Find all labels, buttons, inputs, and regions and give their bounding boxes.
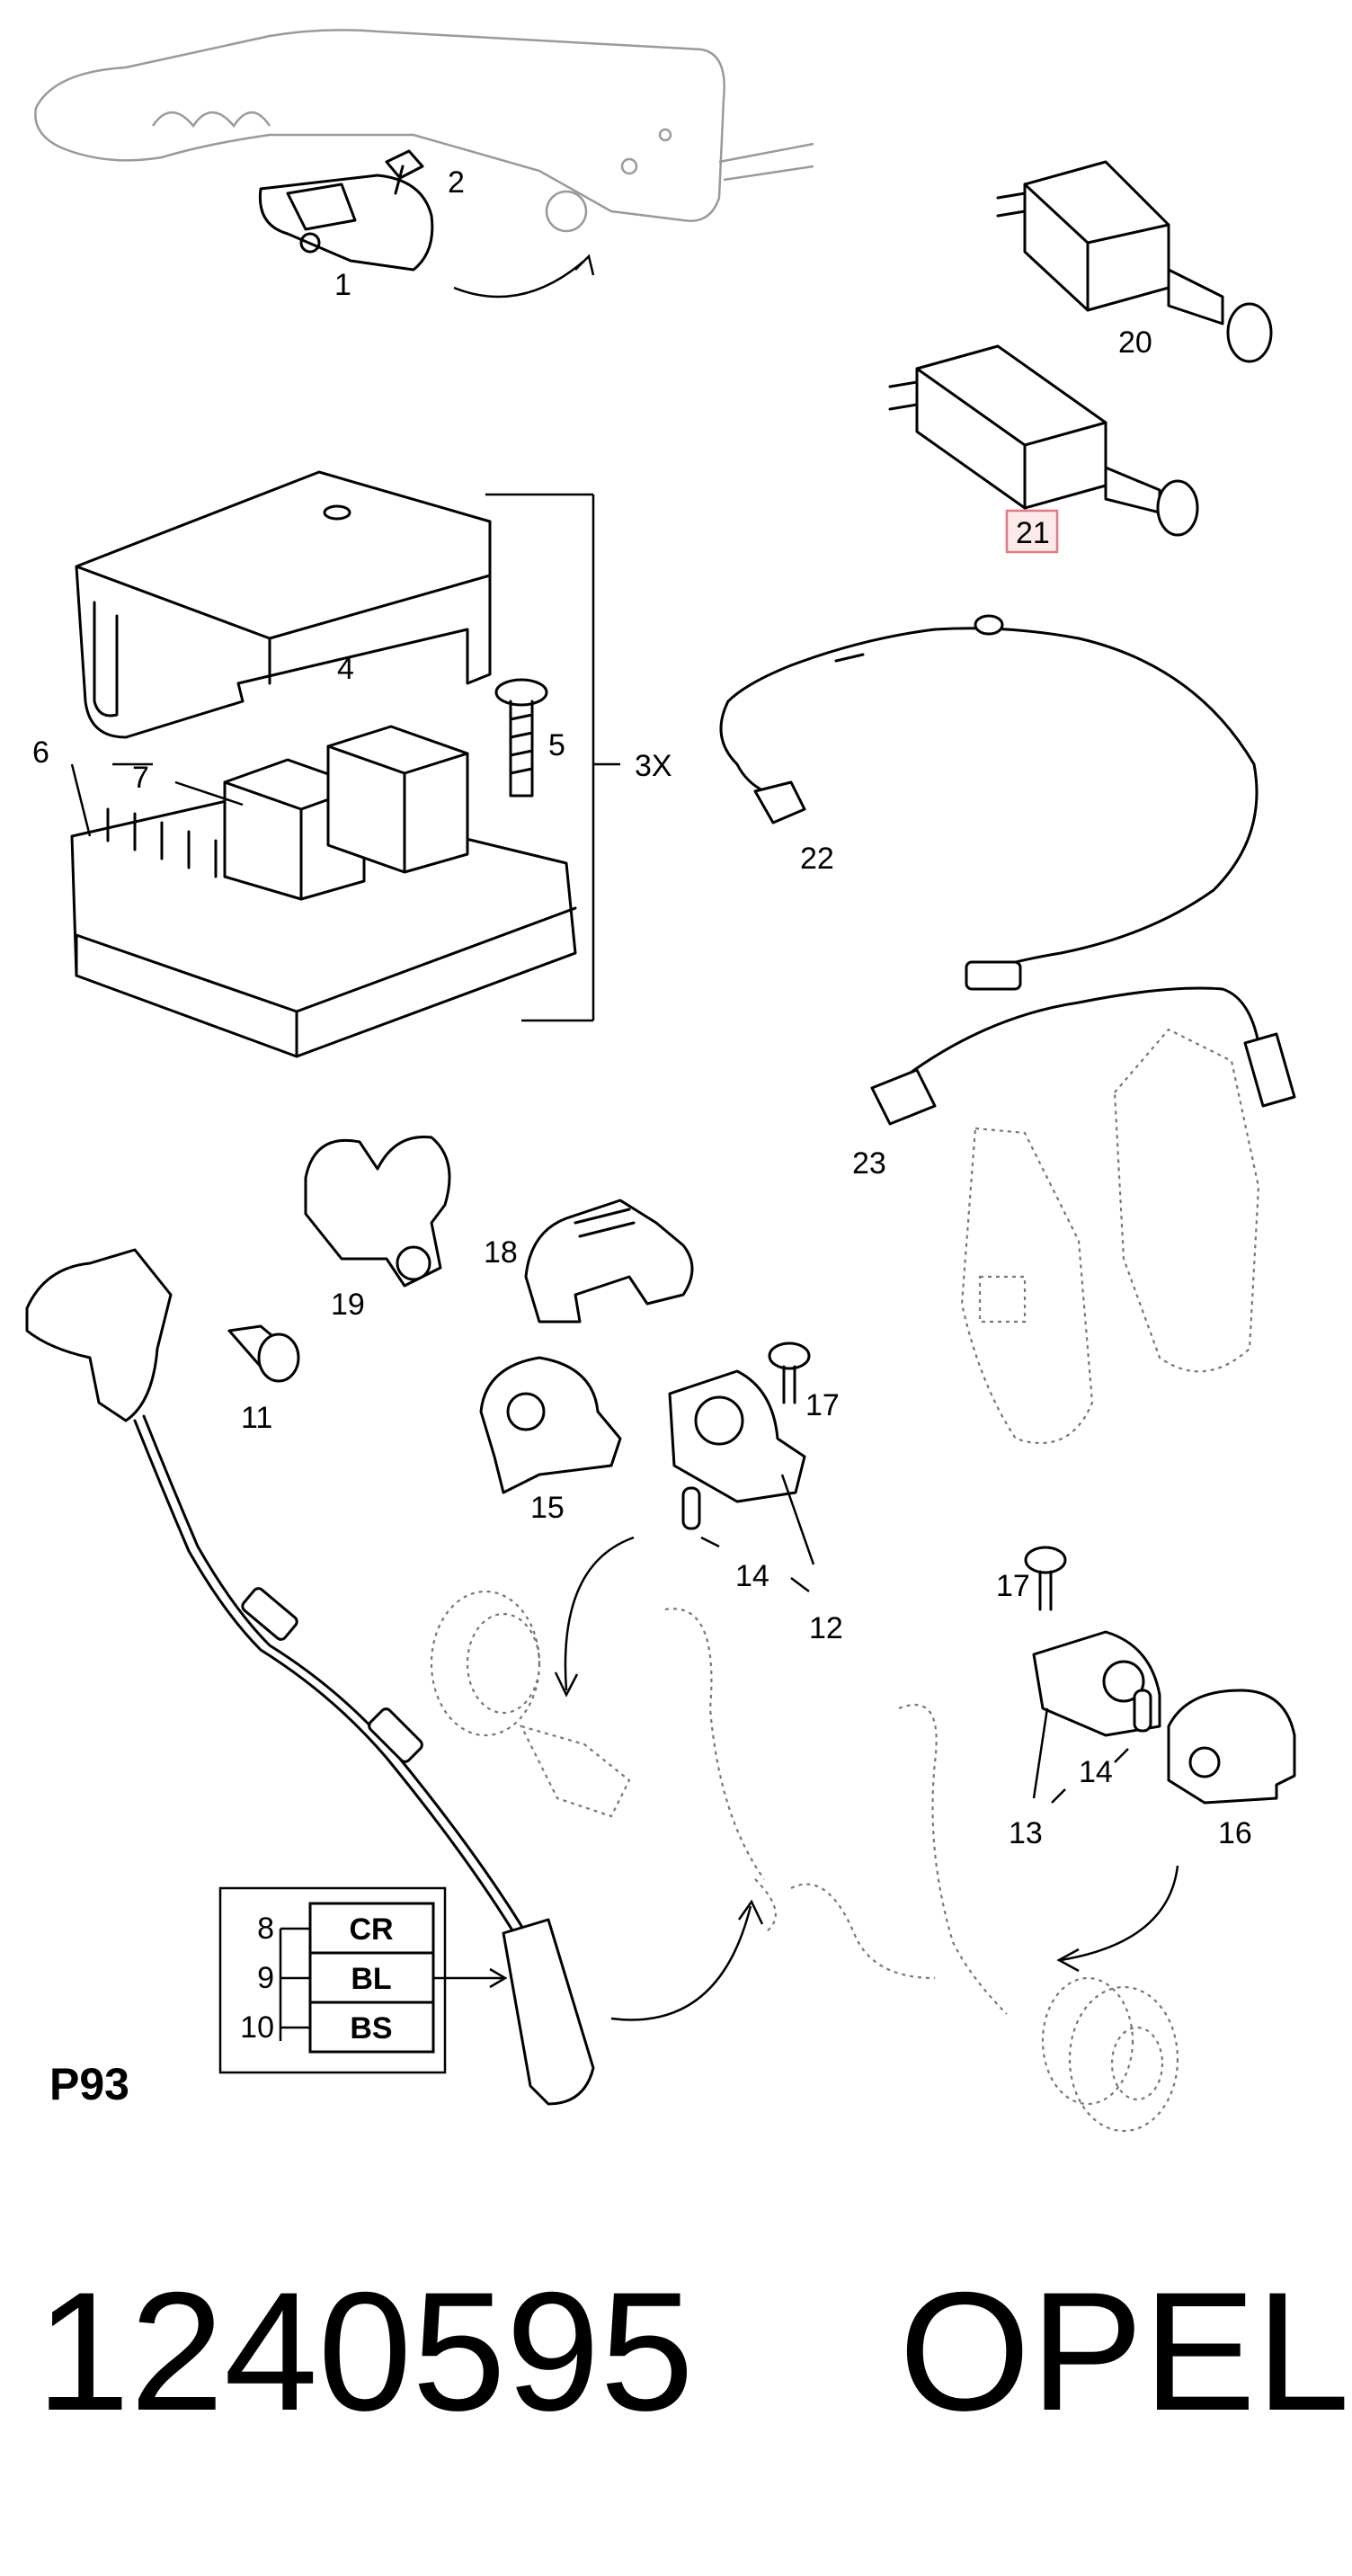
callout-3x: 3X <box>635 749 672 783</box>
part-2-screw <box>385 149 424 195</box>
part-14-pin-lower <box>1133 1689 1152 1733</box>
part-14-pin-upper <box>681 1486 701 1530</box>
arrow-sensor <box>610 1905 752 2021</box>
part-13-bracket <box>1032 1630 1161 1737</box>
part-18-clip <box>524 1199 694 1324</box>
part-12-bracket <box>668 1369 806 1503</box>
part-17-screw-upper <box>768 1341 811 1404</box>
callout-23: 23 <box>852 1146 886 1181</box>
part-number: 1240595 <box>36 2257 694 2446</box>
part-15-bracket <box>479 1356 622 1494</box>
callout-5: 5 <box>548 728 565 762</box>
handbrake-lever-illustration <box>34 29 814 233</box>
callout-18: 18 <box>484 1235 518 1270</box>
wheel-speed-sensor-cable <box>25 1248 595 2106</box>
part-6-pins <box>106 807 218 878</box>
part-1-handbrake-switch <box>258 174 434 272</box>
legend-pin-8: 8 <box>257 1912 274 1946</box>
callout-19: 19 <box>331 1288 365 1322</box>
callouts: 1 2 4 5 3X 6 7 11 12 13 14 14 15 16 17 1… <box>32 165 1252 1850</box>
part-22-wear-sensor-cable <box>719 614 1259 991</box>
callout-15: 15 <box>530 1491 565 1525</box>
callout-12: 12 <box>809 1611 843 1645</box>
callout-4: 4 <box>337 652 354 686</box>
callout-14-lower: 14 <box>1079 1755 1113 1789</box>
callout-14-upper: 14 <box>735 1559 769 1593</box>
part-4-cover <box>75 470 492 739</box>
brand-name: OPEL <box>899 2257 1350 2446</box>
leader-lines <box>70 762 1129 1804</box>
part-17-screw-lower <box>1024 1546 1067 1611</box>
callout-17-upper: 17 <box>805 1388 840 1422</box>
legend-pin-10: 10 <box>240 2010 274 2045</box>
callout-1: 1 <box>334 268 351 302</box>
callout-11: 11 <box>241 1401 272 1435</box>
relay-second <box>326 725 469 874</box>
part-11-bolt <box>227 1324 300 1383</box>
arrow-1 <box>453 260 585 299</box>
section-code: P93 <box>49 2059 129 2109</box>
arrow-16 <box>1060 1865 1179 1962</box>
callout-17-lower: 17 <box>996 1569 1030 1603</box>
wire-color-legend: 8 9 10 CR BL BS <box>218 1886 508 2074</box>
bracket-3x <box>485 493 620 1022</box>
part-23-wear-sensor <box>870 986 1296 1126</box>
callout-6: 6 <box>32 735 49 770</box>
callout-20: 20 <box>1118 325 1152 360</box>
legend-pin-9: 9 <box>257 1961 274 1995</box>
callout-7: 7 <box>132 761 149 795</box>
hub-assembly-right-ghost <box>790 1703 1179 2133</box>
callout-2: 2 <box>448 165 465 200</box>
arrow-16-head <box>1056 1948 1080 1973</box>
brake-pads-illustration <box>960 1028 1260 1445</box>
legend-code-cr: CR <box>349 1912 393 1947</box>
arrow-1-head <box>574 254 595 276</box>
arrow-15 <box>564 1536 635 1691</box>
part-21-stop-light-switch <box>888 344 1199 537</box>
arrow-15-head <box>554 1671 579 1698</box>
arrow-sensor-head <box>737 1899 764 1925</box>
hub-assembly-left-ghost <box>430 1590 777 1934</box>
legend-code-bl: BL <box>351 1962 391 1996</box>
part-19-clip <box>304 1135 451 1288</box>
callout-22: 22 <box>800 842 834 876</box>
legend-code-bs: BS <box>350 2011 392 2046</box>
callout-21: 21 <box>1016 516 1050 550</box>
part-16-bracket <box>1167 1689 1296 1805</box>
part-20-stop-light-switch <box>996 160 1273 363</box>
part-5-bolt <box>494 678 548 798</box>
callout-16: 16 <box>1218 1816 1252 1850</box>
callout-21-highlight <box>1005 509 1059 554</box>
callout-13: 13 <box>1009 1816 1043 1850</box>
